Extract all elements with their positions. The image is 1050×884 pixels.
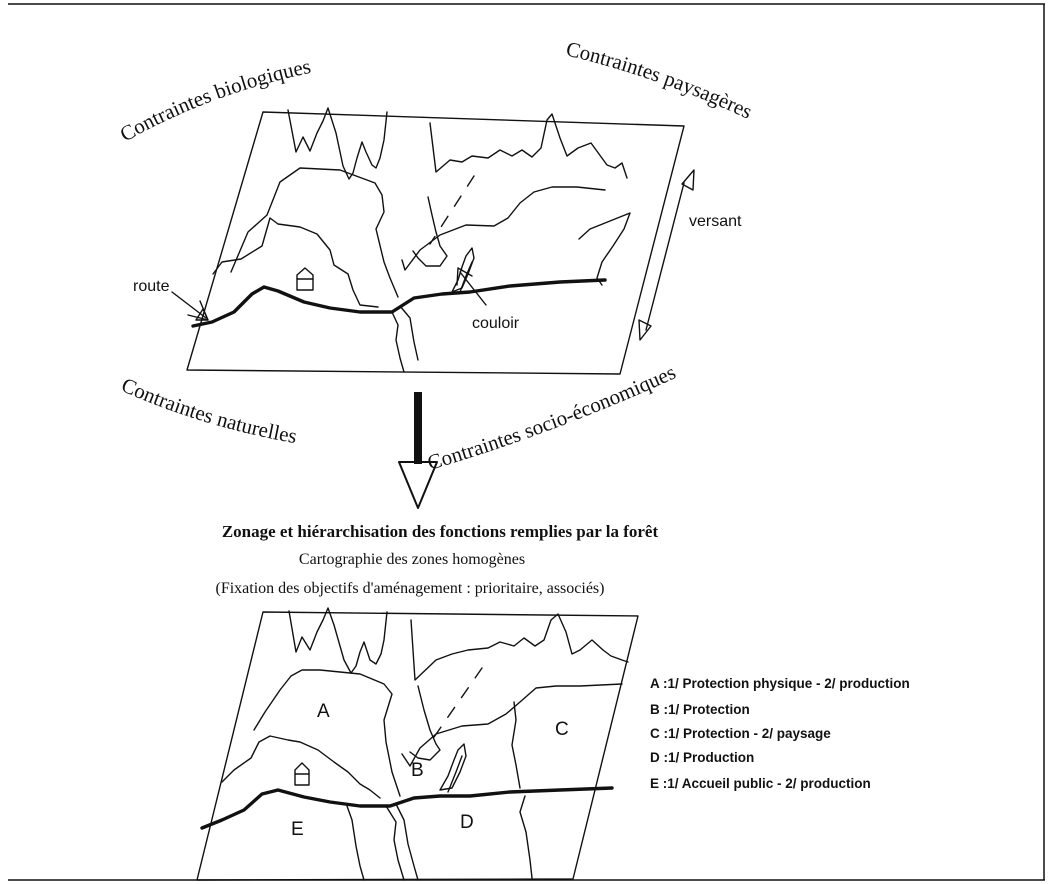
zone-d-label: D [460, 812, 474, 833]
bottom-right-peaks [410, 613, 629, 681]
transition-arrow [398, 392, 438, 509]
top-right-slope [578, 212, 631, 286]
bottom-map-frame [196, 611, 639, 881]
label-natural-constraints: Contraintes naturelles [118, 373, 299, 449]
road-pointer-arrow [171, 291, 209, 321]
legend-item-d: D :1/ Production [650, 750, 754, 765]
top-ridge-left [230, 167, 399, 298]
bottom-map: A B C D E [196, 607, 639, 881]
road-label: route [133, 278, 170, 295]
caption-subtitle: Cartographie des zones homogènes [299, 551, 525, 568]
top-stream-2 [399, 305, 419, 361]
bottom-corridor-shape [439, 743, 467, 791]
label-landscape-constraints: Contraintes paysagères [564, 37, 756, 124]
bottom-stream-2 [395, 803, 419, 881]
top-road [191, 278, 607, 328]
bottom-zone-a-inner [221, 735, 381, 799]
top-chalet-icon [296, 267, 314, 291]
bottom-chalet-icon [294, 762, 310, 786]
top-map: route versant couloir [133, 107, 742, 375]
corridor-pointer-arrow [456, 267, 487, 306]
top-gully-line [412, 196, 448, 267]
top-stream [391, 311, 405, 373]
bottom-valley-line [401, 683, 623, 767]
caption: Zonage et hiérarchisation des fonctions … [216, 522, 659, 597]
caption-title: Zonage et hiérarchisation des fonctions … [222, 522, 659, 541]
bottom-stream [385, 805, 405, 881]
bottom-e-border [346, 805, 365, 881]
bottom-road [200, 786, 614, 830]
zone-a-label: A [317, 701, 330, 722]
top-left-peaks [287, 107, 388, 180]
top-map-frame [186, 111, 685, 375]
bottom-gully [409, 685, 441, 761]
legend-item-a: A :1/ Protection physique - 2/ productio… [650, 676, 910, 691]
slope-label: versant [689, 213, 742, 230]
corridor-label: couloir [472, 315, 520, 332]
bottom-dashed-line [431, 667, 483, 741]
bottom-zone-c-border [511, 701, 521, 789]
zone-e-label: E [291, 819, 304, 840]
top-corridor-shape [451, 247, 475, 293]
slope-double-arrow [638, 169, 695, 341]
top-corridor-line [459, 261, 473, 293]
page-frame [8, 3, 1045, 881]
bottom-zone-d-border [519, 795, 533, 879]
zone-legend: A :1/ Protection physique - 2/ productio… [650, 676, 910, 791]
bottom-zone-a-border [253, 669, 401, 797]
top-right-peaks [429, 113, 628, 179]
bottom-corridor-line [447, 755, 463, 793]
legend-item-b: B :1/ Protection [650, 702, 750, 717]
label-biological-constraints: Contraintes biologiques [116, 54, 313, 146]
zone-c-label: C [555, 719, 569, 740]
top-ridge-inner [212, 217, 379, 308]
legend-item-e: E :1/ Accueil public - 2/ production [650, 776, 871, 791]
legend-item-c: C :1/ Protection - 2/ paysage [650, 726, 831, 741]
caption-note: (Fixation des objectifs d'aménagement : … [216, 580, 605, 597]
top-central-valley [401, 186, 606, 271]
label-socio-economic-constraints: Contraintes socio-économiques [425, 360, 680, 475]
bottom-left-peaks [288, 607, 388, 674]
zone-b-label: B [411, 760, 424, 781]
